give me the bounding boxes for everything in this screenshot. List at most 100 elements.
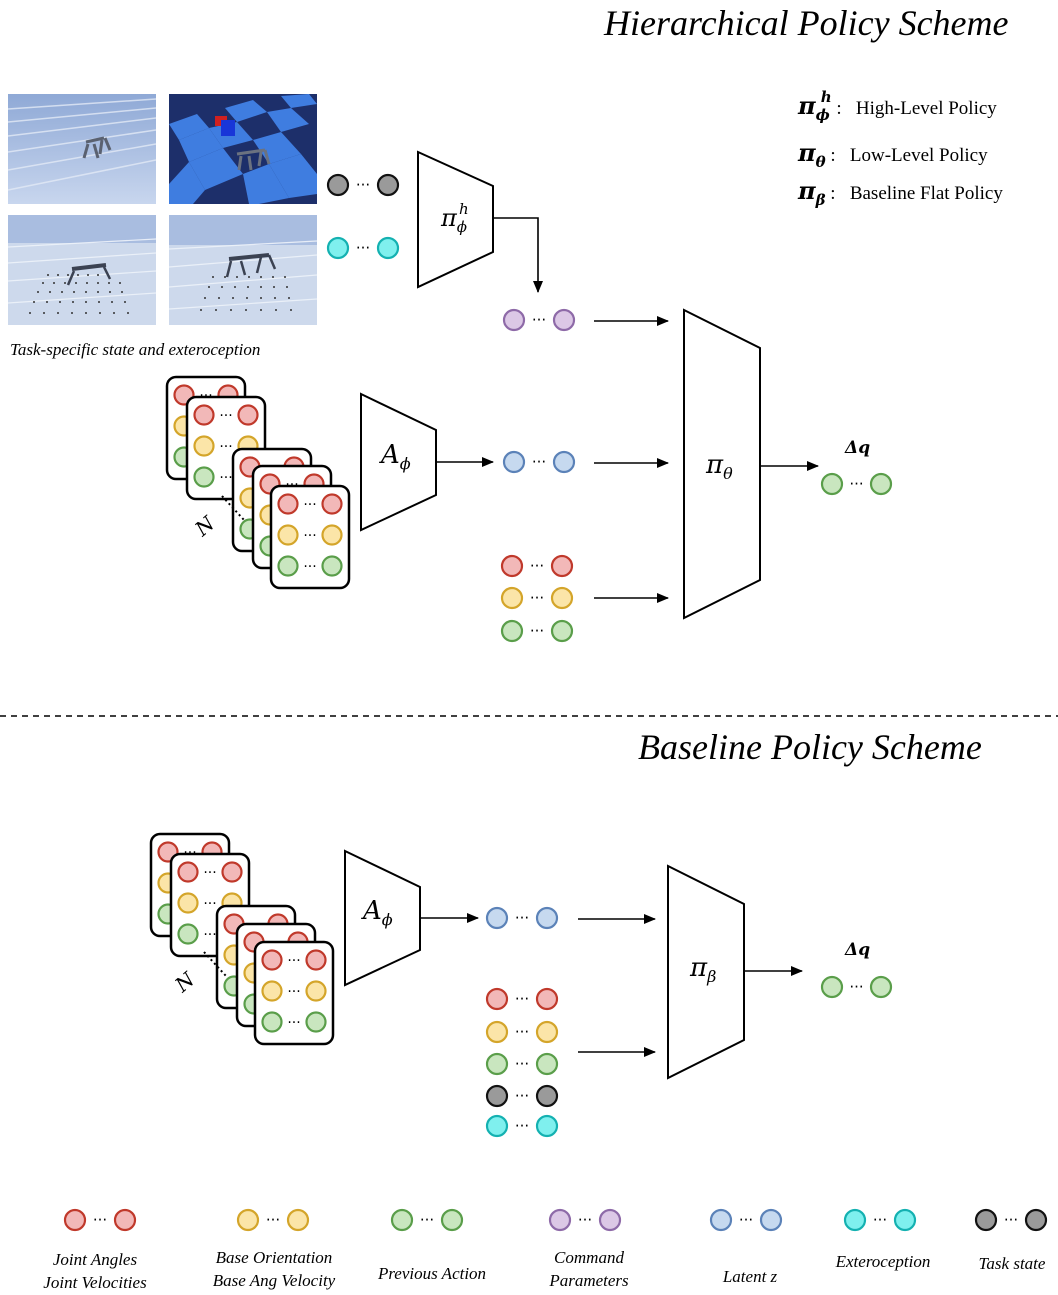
- legend-swatch-purple-right-node: [598, 1208, 622, 1232]
- encoder-label-top: Aϕ: [381, 440, 411, 474]
- high-policy-label: πϕh: [441, 200, 469, 236]
- task-state-input-right-node: [376, 173, 400, 197]
- history-card-2-node: [193, 466, 215, 488]
- latent-z-bottom-left-node: [485, 906, 509, 930]
- command-parameters-ellipsis: ···: [532, 311, 546, 329]
- joint-state-bottom-right-node: [535, 987, 559, 1011]
- previous-action-top-left-node: [500, 619, 524, 643]
- baseline-card-2-node: [177, 892, 199, 914]
- legend-swatch-gray-right-node: [1024, 1208, 1048, 1232]
- baseline-card-5-node: [305, 949, 327, 971]
- low-level-policy-block: [683, 308, 761, 620]
- baseline-card-5-ellipsis: ···: [287, 1015, 300, 1031]
- legend-swatch-purple-left-node: [548, 1208, 572, 1232]
- history-card-2-ellipsis: ···: [219, 408, 232, 424]
- legend-swatch-blue-ellipsis: ···: [739, 1211, 753, 1229]
- legend-swatch-cyan-ellipsis: ···: [873, 1211, 887, 1229]
- history-card-5-node: [321, 524, 343, 546]
- high-level-policy-block: [417, 150, 494, 289]
- encoder-block-bottom: [344, 849, 421, 987]
- command-parameters-left-node: [502, 308, 526, 332]
- legend-label-low-level: Low-Level Policy: [849, 145, 988, 166]
- history-card-5-ellipsis: ···: [303, 528, 316, 544]
- policy-legend-low: πθ : Low-Level Policy: [798, 138, 988, 171]
- action-output-top-right-node: [869, 472, 893, 496]
- legend-latent: Latent z: [722, 1267, 778, 1286]
- history-card-5-node: [321, 493, 343, 515]
- task-state-input-left-node: [326, 173, 350, 197]
- previous-action-bottom-right-node: [535, 1052, 559, 1076]
- joint-state-bottom-ellipsis: ···: [515, 990, 529, 1008]
- baseline-card-2-ellipsis: ···: [203, 927, 216, 943]
- action-output-bottom-left-node: [820, 975, 844, 999]
- legend-swatch-gray-left-node: [974, 1208, 998, 1232]
- baseline-card-5-node: [261, 980, 283, 1002]
- legend-swatch-blue-right-node: [759, 1208, 783, 1232]
- high-policy-output-arrow: [493, 217, 543, 293]
- legend-swatch-yellow-ellipsis: ···: [266, 1211, 280, 1229]
- sim-thumbnail-grid-points-2: [169, 215, 317, 325]
- exteroception-bottom-right-node: [535, 1114, 559, 1138]
- legend-swatch-yellow-left-node: [236, 1208, 260, 1232]
- legend-swatch-red-left-node: [63, 1208, 87, 1232]
- action-output-top-ellipsis: ···: [849, 475, 863, 493]
- encoder-label-bottom: Aϕ: [363, 896, 393, 930]
- exteroception-bottom-left-node: [485, 1114, 509, 1138]
- history-card-5-node: [277, 555, 299, 577]
- previous-action-top-ellipsis: ···: [530, 622, 544, 640]
- exteroception-input-left-node: [326, 236, 350, 260]
- latent-z-bottom-right-node: [535, 906, 559, 930]
- base-state-top-left-node: [500, 586, 524, 610]
- sim-thumbnail-checker-box: [169, 94, 317, 204]
- history-card-5-ellipsis: ···: [303, 559, 316, 575]
- policy-legend-baseline: πβ : Baseline Flat Policy: [798, 176, 1003, 209]
- legend-label-baseline: Baseline Flat Policy: [849, 183, 1003, 204]
- exteroception-bottom-ellipsis: ···: [515, 1117, 529, 1135]
- legend-sub: θ: [815, 152, 826, 171]
- history-card-5-ellipsis: ···: [303, 497, 316, 513]
- hierarchical-title: Hierarchical Policy Scheme: [604, 3, 1009, 43]
- history-card-2-node: [193, 404, 215, 426]
- legend-swatch-green-ellipsis: ···: [420, 1211, 434, 1229]
- legend-swatch-purple-ellipsis: ···: [578, 1211, 592, 1229]
- baseline-card-5-ellipsis: ···: [287, 953, 300, 969]
- image-caption: Task-specific state and exteroception: [10, 340, 261, 359]
- command-parameters-right-node: [552, 308, 576, 332]
- history-card-2-node: [193, 435, 215, 457]
- history-card-5-node: [277, 524, 299, 546]
- baseline-card-5-node: [261, 949, 283, 971]
- legend-sup: h: [820, 88, 832, 106]
- action-output-bottom-right-node: [869, 975, 893, 999]
- base-state-bottom-ellipsis: ···: [515, 1023, 529, 1041]
- history-card-5-node: [277, 493, 299, 515]
- exteroception-input-ellipsis: ···: [356, 239, 370, 257]
- history-card-2-node: [237, 404, 259, 426]
- sim-thumbnail-flat-terrain: [8, 94, 156, 204]
- base-state-bottom-right-node: [535, 1020, 559, 1044]
- legend-swatch-cyan-right-node: [893, 1208, 917, 1232]
- baseline-card-2-ellipsis: ···: [203, 865, 216, 881]
- legend-previous-action: Previous Action: [377, 1264, 487, 1283]
- baseline-card-5-node: [305, 980, 327, 1002]
- legend-exteroception: Exteroception: [835, 1252, 931, 1271]
- previous-action-bottom-ellipsis: ···: [515, 1055, 529, 1073]
- latent-z-top-ellipsis: ···: [532, 453, 546, 471]
- task-state-bottom-ellipsis: ···: [515, 1087, 529, 1105]
- base-state-top-right-node: [550, 586, 574, 610]
- encoder-block-top: [360, 392, 437, 532]
- legend-swatch-gray-ellipsis: ···: [1004, 1211, 1018, 1229]
- base-state-bottom-left-node: [485, 1020, 509, 1044]
- history-card-2-ellipsis: ···: [219, 439, 232, 455]
- latent-z-bottom-ellipsis: ···: [515, 909, 529, 927]
- base-state-top-ellipsis: ···: [530, 589, 544, 607]
- low-policy-label: πθ: [706, 450, 733, 484]
- joint-state-top-ellipsis: ···: [530, 557, 544, 575]
- baseline-card-2-node: [221, 861, 243, 883]
- policy-legend-high: πϕh : High-Level Policy: [798, 88, 997, 124]
- latent-z-top-left-node: [502, 450, 526, 474]
- baseline-card-5-ellipsis: ···: [287, 984, 300, 1000]
